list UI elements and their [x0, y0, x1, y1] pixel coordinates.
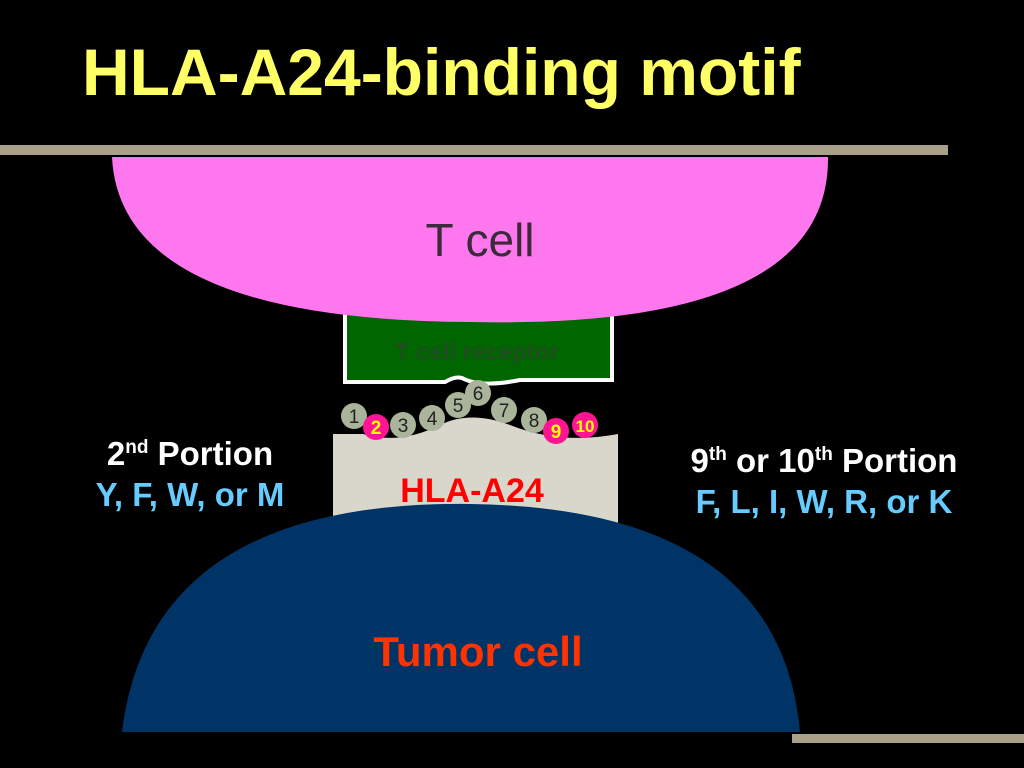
peptide-residue-9: 9 — [543, 418, 569, 444]
t-cell — [112, 157, 829, 323]
peptide-residue-10: 10 — [572, 412, 598, 438]
peptide-residue-number: 7 — [499, 401, 510, 422]
peptide-residue-circle — [363, 414, 389, 440]
tenth-suffix: th — [814, 444, 833, 465]
peptide-residue-8: 8 — [521, 407, 547, 433]
peptide-residue-circle — [543, 418, 569, 444]
second-portion-heading: 2nd Portion — [50, 433, 330, 474]
t-cell-label: T cell — [425, 214, 534, 266]
peptide-residue-number: 9 — [551, 422, 562, 443]
peptide-residue-3: 3 — [390, 412, 416, 438]
ninth-tenth-portion-callout: 9th or 10th Portion F, L, I, W, R, or K — [638, 440, 1010, 523]
second-portion-suffix: nd — [125, 437, 149, 458]
peptide-residue-circle — [419, 405, 445, 431]
hla-a24-label: HLA-A24 — [400, 472, 544, 510]
peptide-residue-number: 3 — [398, 416, 409, 437]
top-rule — [0, 145, 948, 155]
ninth-tenth-portion-heading: 9th or 10th Portion — [638, 440, 1010, 481]
ninth-tenth-portion-residues: F, L, I, W, R, or K — [695, 483, 953, 521]
second-portion-residues: Y, F, W, or M — [95, 476, 285, 514]
slide-title: HLA-A24-binding motif — [82, 35, 801, 109]
peptide-residue-circle — [341, 403, 367, 429]
peptide-residue-6: 6 — [465, 380, 491, 406]
peptide-residue-number: 1 — [349, 407, 360, 428]
peptide-residue-circle — [390, 412, 416, 438]
tcr-label: T cell receptor — [395, 339, 559, 366]
peptide-residue-circle — [572, 412, 598, 438]
peptide-residue-number: 2 — [371, 418, 382, 439]
second-portion-callout: 2nd Portion Y, F, W, or M — [50, 433, 330, 516]
second-portion-word: Portion — [157, 435, 274, 472]
peptide-residue-circle — [521, 407, 547, 433]
peptide-residue-5: 5 — [445, 392, 471, 418]
bottom-rule — [792, 734, 1024, 743]
peptide-residue-circle — [445, 392, 471, 418]
peptide-residue-circle — [491, 397, 517, 423]
ninth-ordinal: 9 — [690, 442, 709, 479]
peptide-residue-7: 7 — [491, 397, 517, 423]
peptide-residue-circle — [465, 380, 491, 406]
peptide-residue-2: 2 — [363, 414, 389, 440]
peptide-residue-number: 8 — [529, 411, 540, 432]
peptide-residue-4: 4 — [419, 405, 445, 431]
tumor-cell — [122, 503, 800, 732]
peptide-residue-number: 4 — [427, 409, 438, 430]
peptide-residue-number: 10 — [576, 417, 595, 436]
or-tenth-text: or 10 — [736, 442, 815, 479]
peptide-residue-number: 5 — [453, 396, 464, 417]
peptide-residue-1: 1 — [341, 403, 367, 429]
second-portion-ordinal: 2 — [106, 435, 126, 472]
tumor-cell-label: Tumor cell — [373, 628, 582, 675]
ninth-tenth-portion-word: Portion — [841, 442, 958, 479]
ninth-suffix: th — [708, 444, 727, 465]
peptide-residue-number: 6 — [473, 384, 484, 405]
